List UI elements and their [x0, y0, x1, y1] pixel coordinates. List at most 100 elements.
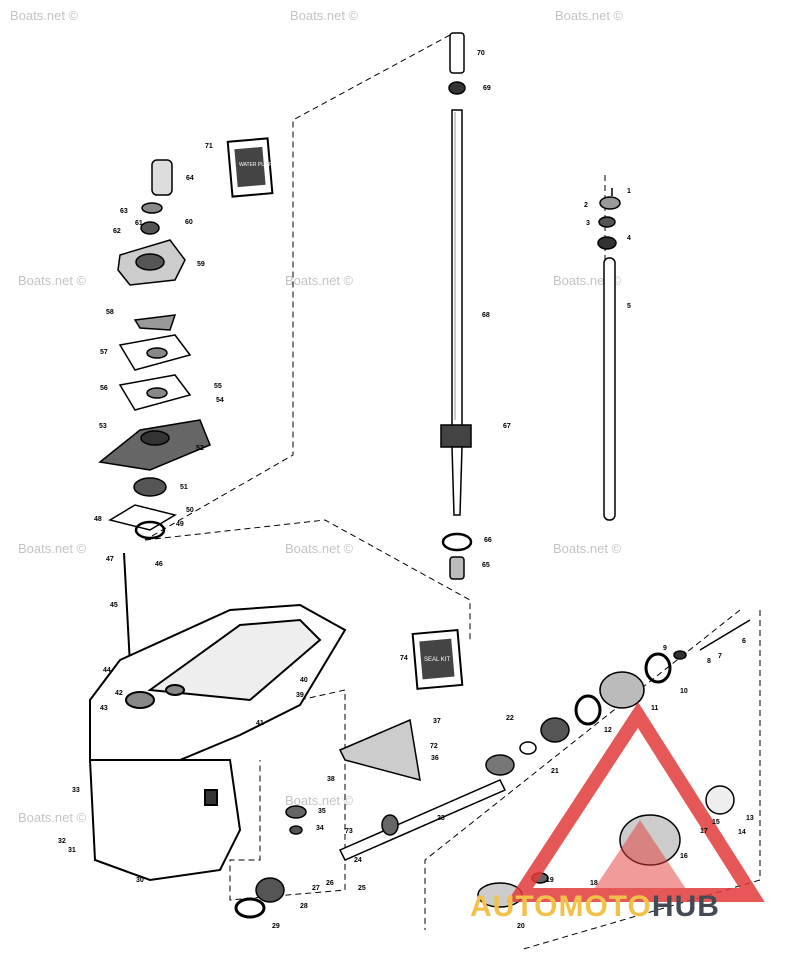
svg-text:Boats.net ©: Boats.net ©	[18, 810, 87, 825]
svg-text:63: 63	[120, 208, 128, 215]
svg-text:35: 35	[318, 808, 326, 815]
svg-text:38: 38	[327, 776, 335, 783]
svg-text:22: 22	[506, 715, 514, 722]
svg-text:68: 68	[482, 312, 490, 319]
svg-text:Boats.net ©: Boats.net ©	[10, 8, 79, 23]
svg-text:44: 44	[103, 667, 111, 674]
brand-part2: HUB	[651, 890, 720, 923]
brand-logo	[507, 702, 765, 902]
svg-text:7: 7	[718, 653, 722, 660]
svg-text:29: 29	[272, 923, 280, 930]
svg-text:17: 17	[700, 828, 708, 835]
svg-text:36: 36	[431, 755, 439, 762]
svg-text:10: 10	[680, 688, 688, 695]
driveshaft	[440, 32, 473, 580]
svg-text:5: 5	[627, 303, 631, 310]
svg-text:37: 37	[433, 718, 441, 725]
brand-part1: AUTOMOTO	[470, 890, 652, 923]
svg-text:Boats.net ©: Boats.net ©	[18, 273, 87, 288]
svg-text:39: 39	[296, 692, 304, 699]
svg-text:14: 14	[738, 829, 746, 836]
watermarks: Boats.net © Boats.net © Boats.net © Boat…	[10, 8, 624, 825]
svg-text:15: 15	[712, 819, 720, 826]
svg-text:74: 74	[400, 655, 408, 662]
svg-text:40: 40	[300, 677, 308, 684]
svg-text:50: 50	[186, 507, 194, 514]
brand-wordmark: AUTOMOTOHUB	[470, 890, 800, 930]
water-pump-kit-box	[226, 137, 274, 198]
svg-text:Boats.net ©: Boats.net ©	[18, 541, 87, 556]
shift-rod	[597, 188, 621, 521]
svg-text:26: 26	[326, 880, 334, 887]
svg-text:32: 32	[58, 838, 66, 845]
svg-text:6: 6	[742, 638, 746, 645]
svg-text:23: 23	[437, 815, 445, 822]
water-pump-stack	[98, 159, 211, 540]
svg-text:3: 3	[586, 220, 590, 227]
svg-text:Boats.net ©: Boats.net ©	[290, 8, 359, 23]
svg-text:58: 58	[106, 309, 114, 316]
svg-text:57: 57	[100, 349, 108, 356]
svg-text:Boats.net ©: Boats.net ©	[285, 273, 354, 288]
svg-text:59: 59	[197, 261, 205, 268]
part-labels: 1 2 3 4 5 6 7 8 9 10 11 12 13 14 15 16 1…	[58, 50, 754, 930]
svg-text:30: 30	[136, 877, 144, 884]
svg-text:54: 54	[216, 397, 224, 404]
svg-text:72: 72	[430, 743, 438, 750]
svg-text:46: 46	[155, 561, 163, 568]
svg-text:53: 53	[99, 423, 107, 430]
svg-text:25: 25	[358, 885, 366, 892]
svg-text:41: 41	[256, 720, 264, 727]
seal-kit-box	[411, 629, 464, 690]
svg-text:47: 47	[106, 556, 114, 563]
svg-text:70: 70	[477, 50, 485, 57]
gearcase-housing	[88, 603, 347, 882]
svg-text:9: 9	[663, 645, 667, 652]
svg-text:19: 19	[546, 877, 554, 884]
svg-text:51: 51	[180, 484, 188, 491]
svg-text:73: 73	[345, 828, 353, 835]
svg-text:12: 12	[604, 727, 612, 734]
svg-text:69: 69	[483, 85, 491, 92]
svg-text:34: 34	[316, 825, 324, 832]
svg-text:27: 27	[312, 885, 320, 892]
svg-text:Boats.net ©: Boats.net ©	[555, 8, 624, 23]
svg-text:48: 48	[94, 516, 102, 523]
svg-text:28: 28	[300, 903, 308, 910]
kit-labels: WATER PUMP KIT SEAL KIT	[239, 162, 450, 663]
svg-text:20: 20	[517, 923, 525, 930]
svg-text:13: 13	[746, 815, 754, 822]
svg-text:67: 67	[503, 423, 511, 430]
svg-text:WATER PUMP KIT: WATER PUMP KIT	[239, 162, 281, 168]
svg-text:18: 18	[590, 880, 598, 887]
svg-text:Boats.net ©: Boats.net ©	[285, 793, 354, 808]
svg-text:61: 61	[135, 220, 143, 227]
svg-text:45: 45	[110, 602, 118, 609]
svg-text:8: 8	[707, 658, 711, 665]
svg-text:64: 64	[186, 175, 194, 182]
svg-text:4: 4	[627, 235, 631, 242]
svg-text:43: 43	[100, 705, 108, 712]
svg-text:56: 56	[100, 385, 108, 392]
svg-text:60: 60	[185, 219, 193, 226]
svg-text:21: 21	[551, 768, 559, 775]
svg-text:Boats.net ©: Boats.net ©	[285, 541, 354, 556]
svg-text:49: 49	[176, 521, 184, 528]
svg-text:52: 52	[196, 445, 204, 452]
svg-text:24: 24	[354, 857, 362, 864]
svg-text:55: 55	[214, 383, 222, 390]
svg-text:66: 66	[484, 537, 492, 544]
svg-text:65: 65	[482, 562, 490, 569]
svg-text:SEAL KIT: SEAL KIT	[424, 657, 450, 663]
svg-text:42: 42	[115, 690, 123, 697]
svg-text:1: 1	[627, 188, 631, 195]
svg-text:11: 11	[651, 705, 659, 712]
svg-text:62: 62	[113, 228, 121, 235]
svg-text:2: 2	[584, 202, 588, 209]
svg-text:31: 31	[68, 847, 76, 854]
svg-text:71: 71	[205, 143, 213, 150]
svg-text:16: 16	[680, 853, 688, 860]
svg-text:33: 33	[72, 787, 80, 794]
svg-text:Boats.net ©: Boats.net ©	[553, 541, 622, 556]
